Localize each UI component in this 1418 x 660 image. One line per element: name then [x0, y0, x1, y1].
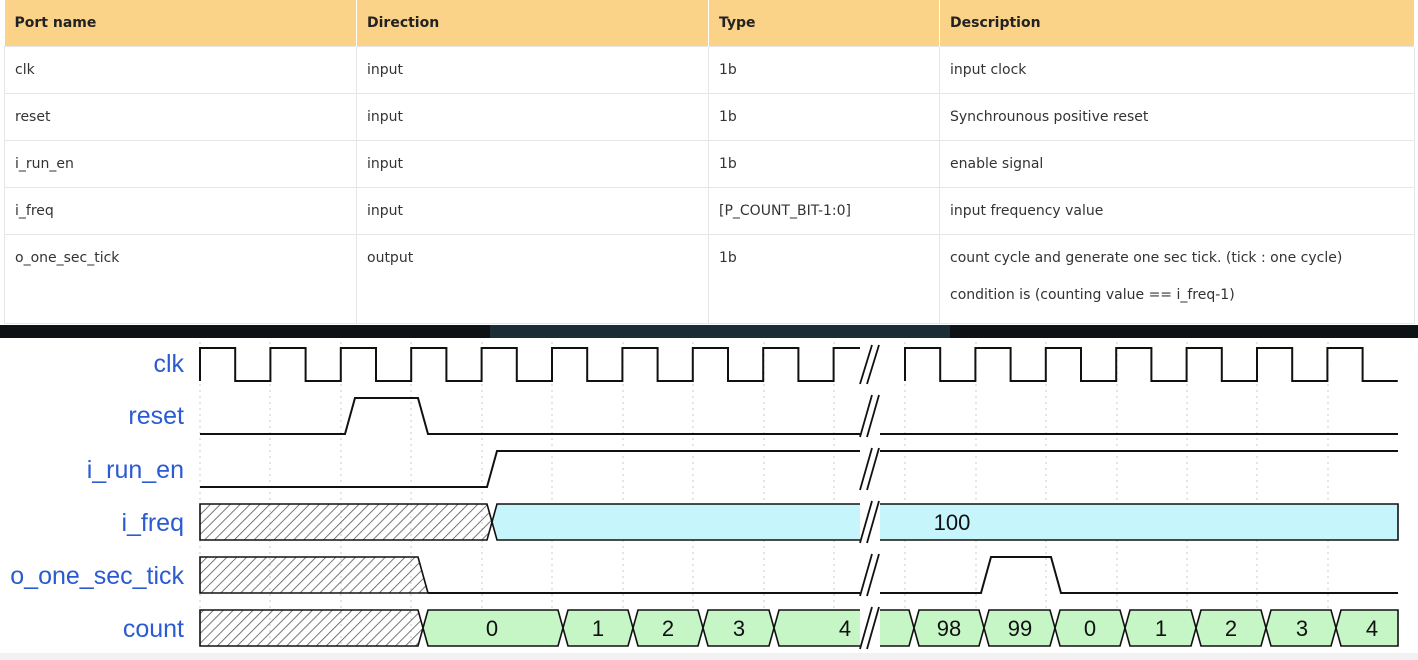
- break-slash: [866, 500, 880, 544]
- band-glow: [490, 325, 950, 338]
- break-gap: [860, 501, 880, 543]
- bottom-strip: [0, 653, 1418, 660]
- o-one-sec-tick-waveform: [428, 556, 1398, 594]
- clk-waveform: [199, 347, 1398, 382]
- count-bus-segment: [1054, 609, 1126, 647]
- cell-type: 1b: [708, 46, 940, 94]
- count-bus-segment: [1195, 609, 1267, 647]
- port-table: Port name Direction Type Description clk…: [4, 0, 1415, 324]
- break-slash: [866, 606, 880, 650]
- break-gap: [860, 554, 880, 596]
- count-bus-segment: [773, 609, 871, 647]
- count-value-label: 0: [486, 616, 498, 641]
- i-freq-unknown-region: [199, 503, 493, 541]
- signal-label-reset: reset: [128, 402, 184, 430]
- i-freq-value: 100: [934, 510, 971, 535]
- table-row: i_run_en input 1b enable signal: [4, 140, 1415, 188]
- cell-description: input clock: [939, 46, 1415, 94]
- break-slash: [859, 344, 873, 385]
- i-freq-bus-region: [491, 503, 1399, 541]
- cell-type: [P_COUNT_BIT-1:0]: [708, 187, 940, 235]
- count-value-label: 98: [937, 616, 961, 641]
- reset-waveform: [200, 397, 1398, 435]
- cell-direction: input: [356, 93, 709, 141]
- break-slash: [866, 447, 880, 491]
- break-gap: [860, 345, 880, 384]
- header-direction: Direction: [356, 0, 709, 47]
- count-unknown-region: [199, 609, 424, 647]
- count-bus-segment: [913, 609, 985, 647]
- table-row: clk input 1b input clock: [4, 46, 1415, 94]
- grid-lines: [199, 342, 1329, 648]
- table-header-row: Port name Direction Type Description: [4, 0, 1415, 47]
- count-bus-segment: [1124, 609, 1197, 647]
- i-run-en-waveform: [200, 450, 1398, 488]
- signal-label-o-one-sec-tick: o_one_sec_tick: [10, 562, 184, 590]
- table-row: i_freq input [P_COUNT_BIT-1:0] input fre…: [4, 187, 1415, 235]
- cell-port: clk: [4, 46, 357, 94]
- waveforms: 0 1 2 3 4 98 99 0 1 2 3 4: [199, 347, 1399, 647]
- break-slash: [859, 500, 873, 544]
- count-value-label: 1: [1155, 616, 1167, 641]
- break-slash: [859, 447, 873, 491]
- signal-label-i-run-en: i_run_en: [87, 456, 184, 484]
- break-slash: [859, 553, 873, 597]
- cell-port: reset: [4, 93, 357, 141]
- time-break-marks: [859, 344, 880, 650]
- video-band: [0, 325, 1418, 338]
- description-line-1: count cycle and generate one sec tick. (…: [950, 250, 1343, 266]
- count-bus-segment: [702, 609, 775, 647]
- break-slash: [866, 344, 880, 385]
- count-bus-segment: [1265, 609, 1337, 647]
- cell-description: enable signal: [939, 140, 1415, 188]
- count-value-label: 3: [733, 616, 745, 641]
- count-value-label: 99: [1008, 616, 1032, 641]
- count-bus-segment: [1335, 609, 1399, 647]
- description-line-2: condition is (counting value == i_freq-1…: [950, 287, 1235, 303]
- o-one-sec-tick-unknown-region: [199, 556, 430, 594]
- cell-direction: input: [356, 140, 709, 188]
- cell-description: input frequency value: [939, 187, 1415, 235]
- break-gap: [860, 448, 880, 490]
- signal-label-count: count: [123, 615, 184, 643]
- count-value-label: 4: [839, 616, 851, 641]
- count-bus-segment: [983, 609, 1056, 647]
- table-row: o_one_sec_tick output 1b count cycle and…: [4, 234, 1415, 324]
- count-value-label: 0: [1084, 616, 1096, 641]
- cell-description: count cycle and generate one sec tick. (…: [939, 234, 1415, 324]
- count-value-label: 4: [1366, 616, 1378, 641]
- header-port-name: Port name: [4, 0, 357, 47]
- count-bus-segment: [422, 609, 564, 647]
- count-bus-segment: [632, 609, 704, 647]
- break-slash: [866, 394, 880, 438]
- table-row: reset input 1b Synchrounous positive res…: [4, 93, 1415, 141]
- break-gap: [860, 395, 880, 437]
- break-slash: [859, 606, 873, 650]
- count-bus-segment: [562, 609, 634, 647]
- cell-port: i_run_en: [4, 140, 357, 188]
- cell-direction: output: [356, 234, 709, 324]
- timing-diagram: clk reset i_run_en i_freq o_one_sec_tick…: [10, 342, 1399, 650]
- cell-port: o_one_sec_tick: [4, 234, 357, 324]
- count-value-label: 3: [1296, 616, 1308, 641]
- break-slash: [866, 553, 880, 597]
- break-slash: [859, 394, 873, 438]
- cell-direction: input: [356, 46, 709, 94]
- break-gap: [860, 607, 880, 649]
- cell-port: i_freq: [4, 187, 357, 235]
- header-description: Description: [939, 0, 1415, 47]
- cell-direction: input: [356, 187, 709, 235]
- count-value-label: 1: [592, 616, 604, 641]
- signal-label-clk: clk: [153, 350, 184, 378]
- cell-type: 1b: [708, 234, 940, 324]
- cell-description: Synchrounous positive reset: [939, 93, 1415, 141]
- count-value-label: 2: [1225, 616, 1237, 641]
- header-type: Type: [708, 0, 940, 47]
- count-value-label: 2: [662, 616, 674, 641]
- signal-label-i-freq: i_freq: [121, 509, 184, 537]
- cell-type: 1b: [708, 140, 940, 188]
- cell-type: 1b: [708, 93, 940, 141]
